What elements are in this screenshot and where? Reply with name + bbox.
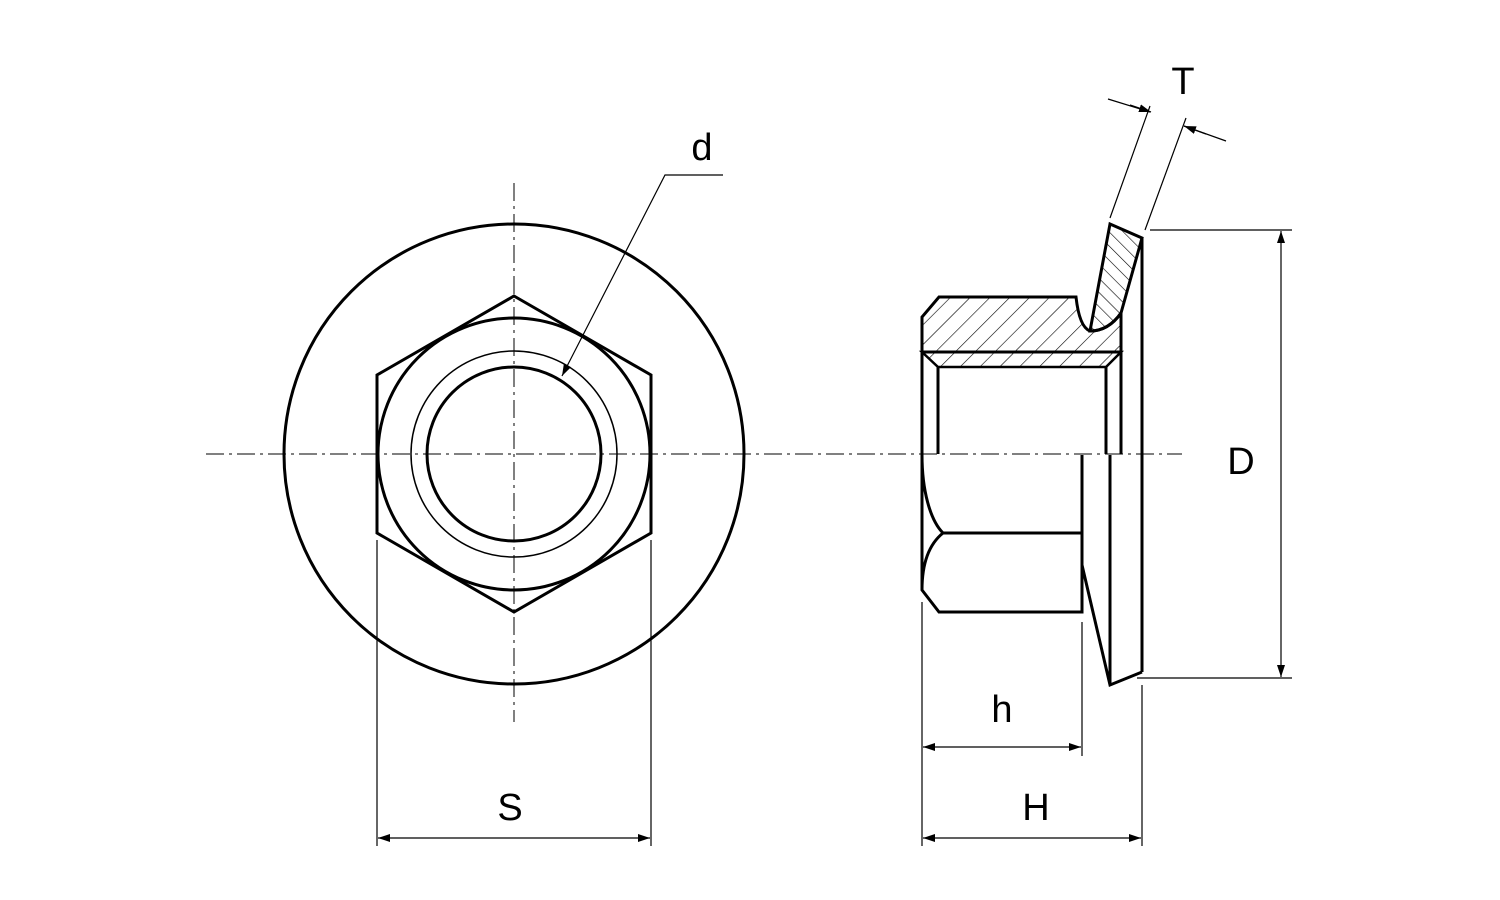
front-view	[282, 222, 746, 686]
label-h: h	[991, 689, 1013, 731]
bearing-circle	[376, 316, 652, 592]
label-S: S	[497, 787, 523, 829]
label-d: d	[691, 127, 713, 169]
label-T: T	[1171, 61, 1195, 103]
d-leader	[561, 174, 723, 377]
centerlines	[206, 183, 1182, 722]
thread-major-circle	[410, 350, 618, 558]
label-D: D	[1227, 441, 1255, 483]
thread-minor-circle	[425, 365, 603, 543]
side-view	[918, 221, 1144, 688]
hex-outline	[375, 294, 653, 614]
section-chamfer	[918, 350, 1125, 369]
flange-circle	[282, 222, 746, 686]
flange-lip-section	[1088, 221, 1144, 333]
dimension-lines	[376, 98, 1292, 846]
label-H: H	[1022, 787, 1050, 829]
